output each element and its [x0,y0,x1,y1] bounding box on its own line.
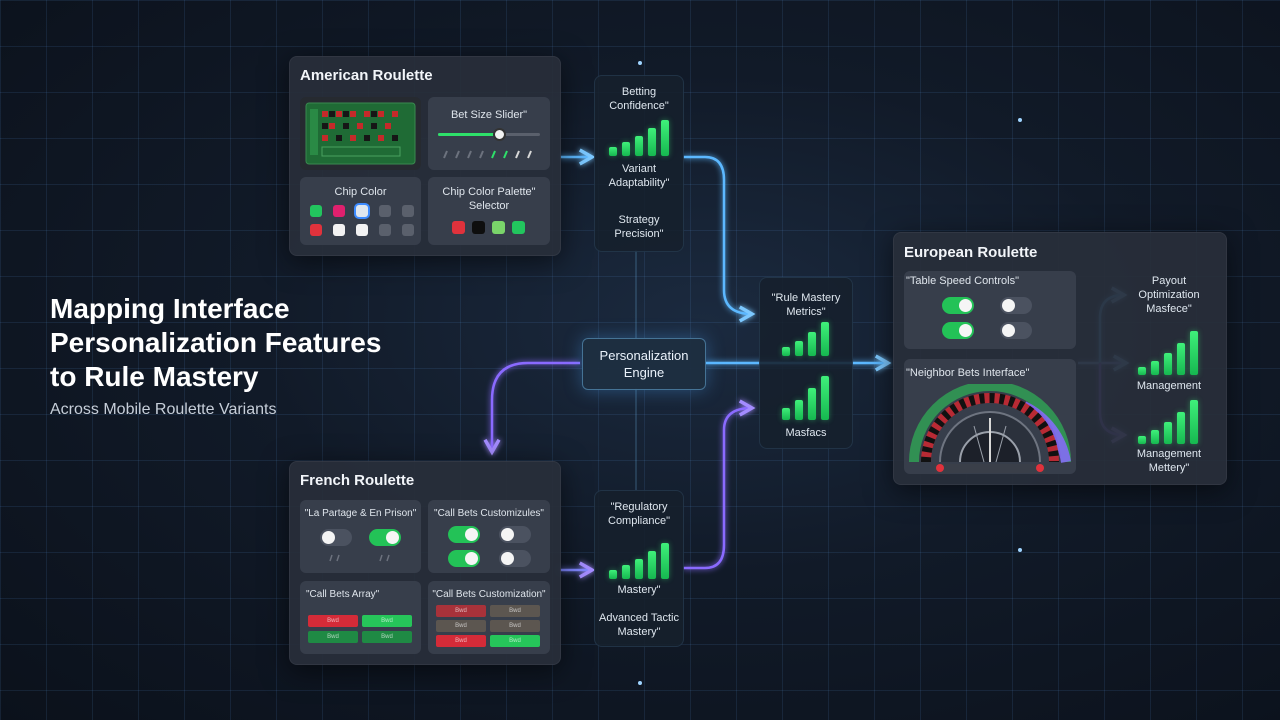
advanced-tactic-mastery-label: Advanced Tactic Mastery" [599,612,679,638]
chip-swatch-white[interactable] [356,224,368,236]
palette-swatch-red[interactable] [452,221,465,234]
strategy-precision-label: Strategy Precision" [614,214,664,240]
call-bets-toggle-1[interactable] [448,526,480,543]
call-bet-pill-red[interactable]: Bwd [436,605,486,617]
wire-metric-bottom-to-center [683,408,752,570]
chip-swatch-magenta[interactable] [333,205,345,217]
roulette-table-card [300,97,421,170]
chip-swatch-grey[interactable] [402,224,414,236]
american-roulette-panel: American Roulette Bet Size Slider" [289,56,561,256]
bet-size-slider-fill [438,133,500,136]
roulette-table-icon [305,102,416,165]
page-subtitle: Across Mobile Roulette Variants [50,401,277,418]
title-line-2: Personalization Features [50,327,382,358]
table-speed-toggle-2[interactable] [1000,297,1032,314]
chip-swatch-grey[interactable] [379,224,391,236]
chip-swatch-selected[interactable] [356,205,368,217]
call-bets-custom-label: "Call Bets Customizules" [434,508,544,519]
bet-size-slider-label: Bet Size Slider" [450,109,528,121]
neighbor-bets-label: "Neighbor Bets Interface" [906,367,1030,379]
bar-chart-icon [782,320,829,356]
metric-panel-center: "Rule Mastery Metrics" Masfacs [759,277,853,449]
french-roulette-panel: French Roulette "La Partage & En Prison"… [289,461,561,665]
palette-swatch-lightgreen[interactable] [492,221,505,234]
call-bets-array-card: "Call Bets Array" Bwd Bwd Bwd Bwd [300,581,421,654]
la-partage-label: "La Partage & En Prison" [304,508,417,519]
management-label: Management [1136,380,1202,392]
call-bet-pill-grey[interactable]: Bwd [490,620,540,632]
american-roulette-title: American Roulette [300,67,433,84]
bet-size-slider-card: Bet Size Slider" [428,97,550,170]
call-bet-pill-red[interactable]: Bwd [436,635,486,647]
wire-metric-top-to-center [683,155,752,314]
call-bets-toggle-2[interactable] [499,526,531,543]
call-bets-toggle-4[interactable] [499,550,531,567]
call-bets-custom2-label: "Call Bets Customization" [432,589,546,600]
call-bet-pill-grey[interactable]: Bwd [490,605,540,617]
chip-color-label: Chip Color [334,186,387,198]
call-bets-toggle-3[interactable] [448,550,480,567]
rule-mastery-metrics-label: "Rule Mastery Metrics" [771,292,841,318]
bet-size-slider-thumb[interactable] [493,128,507,141]
chip-swatch-grey[interactable] [402,205,414,217]
palette-swatch-black[interactable] [472,221,485,234]
bar-chart-icon [1138,398,1198,444]
call-bet-pill-green[interactable]: Bwd [362,615,412,627]
call-bet-pill-dkgreen[interactable]: Bwd [308,631,358,643]
title-line-3: to Rule Mastery [50,361,259,392]
personalization-engine-label: Personalization Engine [599,348,689,380]
chip-swatch-white[interactable] [333,224,345,236]
call-bets-custom2-card: "Call Bets Customization" Bwd Bwd Bwd Bw… [428,581,550,654]
bar-chart-icon [609,539,669,579]
call-bets-custom-card: "Call Bets Customizules" [428,500,550,573]
palette-swatch-green[interactable] [512,221,525,234]
european-roulette-title: European Roulette [904,244,1038,261]
call-bet-pill-red[interactable]: Bwd [308,615,358,627]
management-mastery-label: Management Mettery" [1136,448,1202,474]
metric-panel-top: Betting Confidence" Variant Adaptability… [594,75,684,252]
la-partage-card: "La Partage & En Prison" [300,500,421,573]
la-partage-tick-marks [329,554,390,562]
table-speed-toggle-4[interactable] [1000,322,1032,339]
chip-swatch-grey[interactable] [379,205,391,217]
roulette-wheel-icon [909,384,1071,473]
en-prison-toggle[interactable] [369,529,401,546]
chip-swatch-red[interactable] [310,224,322,236]
table-speed-label: "Table Speed Controls" [906,275,1019,287]
personalization-engine-node[interactable]: Personalization Engine [582,338,706,390]
wire-engine-to-french [492,361,580,452]
mastery-label: Mastery" [617,584,661,596]
chip-swatch-green[interactable] [310,205,322,217]
call-bet-pill-grey[interactable]: Bwd [436,620,486,632]
bet-size-slider-track[interactable] [438,128,540,141]
chip-color-card: Chip Color [300,177,421,245]
la-partage-toggle[interactable] [320,529,352,546]
slider-tick-marks [443,150,532,159]
chip-palette-label: Chip Color Palette" Selector [442,186,536,212]
page-title: Mapping Interface Personalization Featur… [50,292,450,394]
regulatory-compliance-label: "Regulatory Compliance" [608,501,670,527]
table-speed-card: "Table Speed Controls" [904,271,1076,349]
call-bet-pill-green[interactable]: Bwd [490,635,540,647]
neighbor-bets-card: "Neighbor Bets Interface" [904,359,1076,474]
variant-adaptability-label: Variant Adaptability" [608,163,670,189]
call-bets-array-label: "Call Bets Array" [306,589,380,600]
chip-palette-card: Chip Color Palette" Selector [428,177,550,245]
call-bet-pill-dkgreen[interactable]: Bwd [362,631,412,643]
bar-chart-icon [609,116,669,156]
masfacs-label: Masfacs [785,427,827,439]
table-speed-toggle-3[interactable] [942,322,974,339]
title-line-1: Mapping Interface [50,293,290,324]
betting-confidence-label: Betting Confidence" [609,86,669,112]
french-roulette-title: French Roulette [300,472,415,489]
table-speed-toggle-1[interactable] [942,297,974,314]
payout-optimization-label: Payout Optimization Masfece" [1138,275,1200,315]
metric-panel-bottom: "Regulatory Compliance" Mastery" Advance… [594,490,684,647]
bar-chart-icon [782,374,829,420]
bar-chart-icon [1138,327,1198,375]
